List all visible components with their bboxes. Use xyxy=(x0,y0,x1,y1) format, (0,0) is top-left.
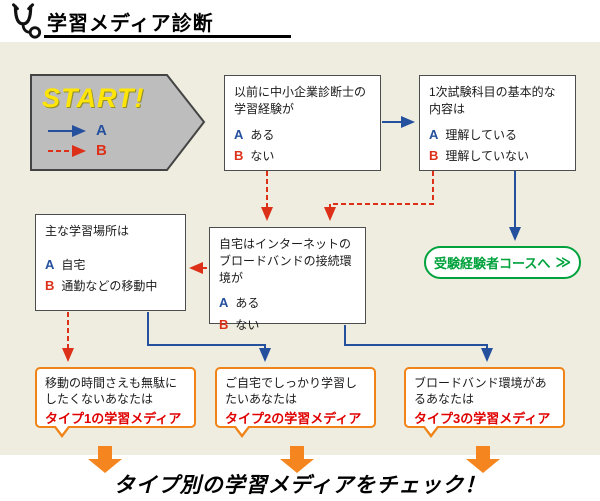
result-type2-link[interactable]: タイプ2の学習メディア xyxy=(225,411,362,427)
legend-letter-a: A xyxy=(96,122,107,139)
node-broadband: 自宅はインターネットのブロードバンドの接続環境が A ある B ない xyxy=(209,227,366,332)
question-text: 自宅はインターネットのブロードバンドの接続環境が xyxy=(219,237,352,285)
question-text: 1次試験科目の基本的な内容は xyxy=(429,85,556,116)
page-title: 学習メディア診断 xyxy=(47,13,214,35)
question-text: 主な学習場所は xyxy=(45,224,130,238)
option-b-letter: B xyxy=(234,147,244,163)
result-card-type2: ご自宅でしっかり学習したいあなたは タイプ2の学習メディア xyxy=(215,367,376,438)
option-b: B 理解していない xyxy=(429,147,566,165)
option-b-letter: B xyxy=(45,277,55,293)
node-study-place: 主な学習場所は A 自宅 B 通勤などの移動中 xyxy=(35,214,186,311)
option-b-letter: B xyxy=(219,316,229,332)
option-a: A 理解している xyxy=(429,126,566,144)
option-a: A ある xyxy=(219,294,356,312)
option-a-text: 理解している xyxy=(445,127,518,142)
node-exam-basics: 1次試験科目の基本的な内容は A 理解している B 理解していない xyxy=(419,75,576,171)
result-description: ブロードバンド環境があるあなたは xyxy=(414,376,547,407)
option-b-text: 通勤などの移動中 xyxy=(61,278,158,293)
node-prior-experience: 以前に中小企業診断士の学習経験が A ある B ない xyxy=(224,75,381,171)
result-card-type3: ブロードバンド環境があるあなたは タイプ3の学習メディア xyxy=(404,367,565,438)
option-b: B ない xyxy=(219,316,356,334)
stethoscope-icon xyxy=(12,3,42,39)
arrow-basics-b-to-broadband xyxy=(324,171,434,221)
question-text: 以前に中小企業診断士の学習経験が xyxy=(234,85,367,116)
option-a-text: 自宅 xyxy=(61,257,86,272)
option-a-letter: A xyxy=(234,126,244,142)
title-underline xyxy=(44,35,291,38)
option-b-text: 理解していない xyxy=(445,148,530,163)
option-b-text: ない xyxy=(250,148,275,163)
option-a-letter: A xyxy=(45,256,55,272)
experienced-course-label: 受験経験者コースへ xyxy=(433,256,551,271)
arrow-place-a-to-type2 xyxy=(147,312,271,362)
option-b: B ない xyxy=(234,147,371,165)
chevrons-right-icon: ≫ xyxy=(555,254,572,271)
result-type1-link[interactable]: タイプ1の学習メディア xyxy=(45,411,182,427)
result-type3-link[interactable]: タイプ3の学習メディア xyxy=(414,411,551,427)
footer-check-text: タイプ別の学習メディアをチェック！ xyxy=(113,474,487,497)
option-a-text: ある xyxy=(235,296,260,311)
down-arrow-type1 xyxy=(88,446,122,473)
option-b-letter: B xyxy=(429,147,439,163)
option-b-text: ない xyxy=(235,317,260,332)
down-arrow-type2 xyxy=(280,446,314,473)
option-a-letter: A xyxy=(429,126,439,142)
option-a: A ある xyxy=(234,126,371,144)
result-description: 移動の時間さえも無駄にしたくないあなたは xyxy=(45,376,178,407)
result-description: ご自宅でしっかり学習したいあなたは xyxy=(225,376,358,407)
option-a-text: ある xyxy=(250,127,275,142)
experienced-course-button[interactable]: 受験経験者コースへ ≫ xyxy=(424,246,581,279)
legend-letter-b: B xyxy=(96,142,107,159)
arrow-broadband-a-to-type3 xyxy=(344,325,493,362)
start-label: START! xyxy=(42,83,145,113)
down-arrow-type3 xyxy=(466,446,500,473)
option-a: A 自宅 xyxy=(45,256,176,274)
result-card-type1: 移動の時間さえも無駄にしたくないあなたは タイプ1の学習メディア xyxy=(35,367,196,438)
option-a-letter: A xyxy=(219,295,229,311)
option-b: B 通勤などの移動中 xyxy=(45,277,176,295)
